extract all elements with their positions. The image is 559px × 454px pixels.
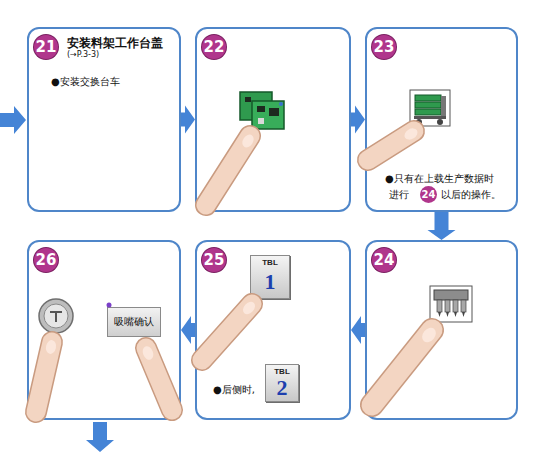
button-label: 2 (265, 375, 299, 401)
flow-arrow (181, 106, 195, 134)
flow-arrow (351, 106, 365, 134)
entry-arrow (0, 106, 26, 134)
flow-arrow (181, 316, 195, 344)
button-label: TBL (265, 367, 299, 376)
step-panel: 21 安装料架工作台盖(→P.3-3) ●安装交换台车 (27, 27, 181, 212)
callout-number: 21 (34, 35, 58, 59)
callout-number: 24 (372, 248, 396, 272)
step-note: 进行 (389, 188, 409, 202)
step-note: 以后的操作。 (441, 188, 501, 202)
screen-button: 吸嘴确认 (107, 307, 161, 337)
step-note: ●安装交换台车 (51, 75, 120, 89)
step-panel: 26 吸嘴确认 (27, 240, 181, 420)
flow-arrow (351, 316, 365, 344)
step-note: ●只有在上载生产数据时 (385, 172, 494, 186)
step-title: 安装料架工作台盖 (67, 35, 163, 52)
button-label: 1 (250, 269, 290, 295)
button-label: TBL (250, 258, 290, 267)
page-reference: (→P.3-3) (67, 50, 99, 59)
callout-number: 25 (202, 248, 226, 272)
flow-arrow (428, 212, 456, 240)
callout-number: 26 (34, 248, 58, 272)
callout-number: 23 (372, 35, 396, 59)
callout-number: 24 (420, 186, 437, 203)
callout-number: 22 (202, 35, 226, 59)
exit-arrow (86, 422, 114, 452)
step-panel: 23 ●只有在上载生产数据时进行 24 以后的操作。 (365, 27, 518, 212)
step-note: ●后侧时, (213, 383, 255, 397)
step-panel: 24 (365, 240, 518, 420)
step-panel: 25TBL1●后侧时,TBL2 (195, 240, 351, 420)
step-panel: 22 (195, 27, 351, 212)
